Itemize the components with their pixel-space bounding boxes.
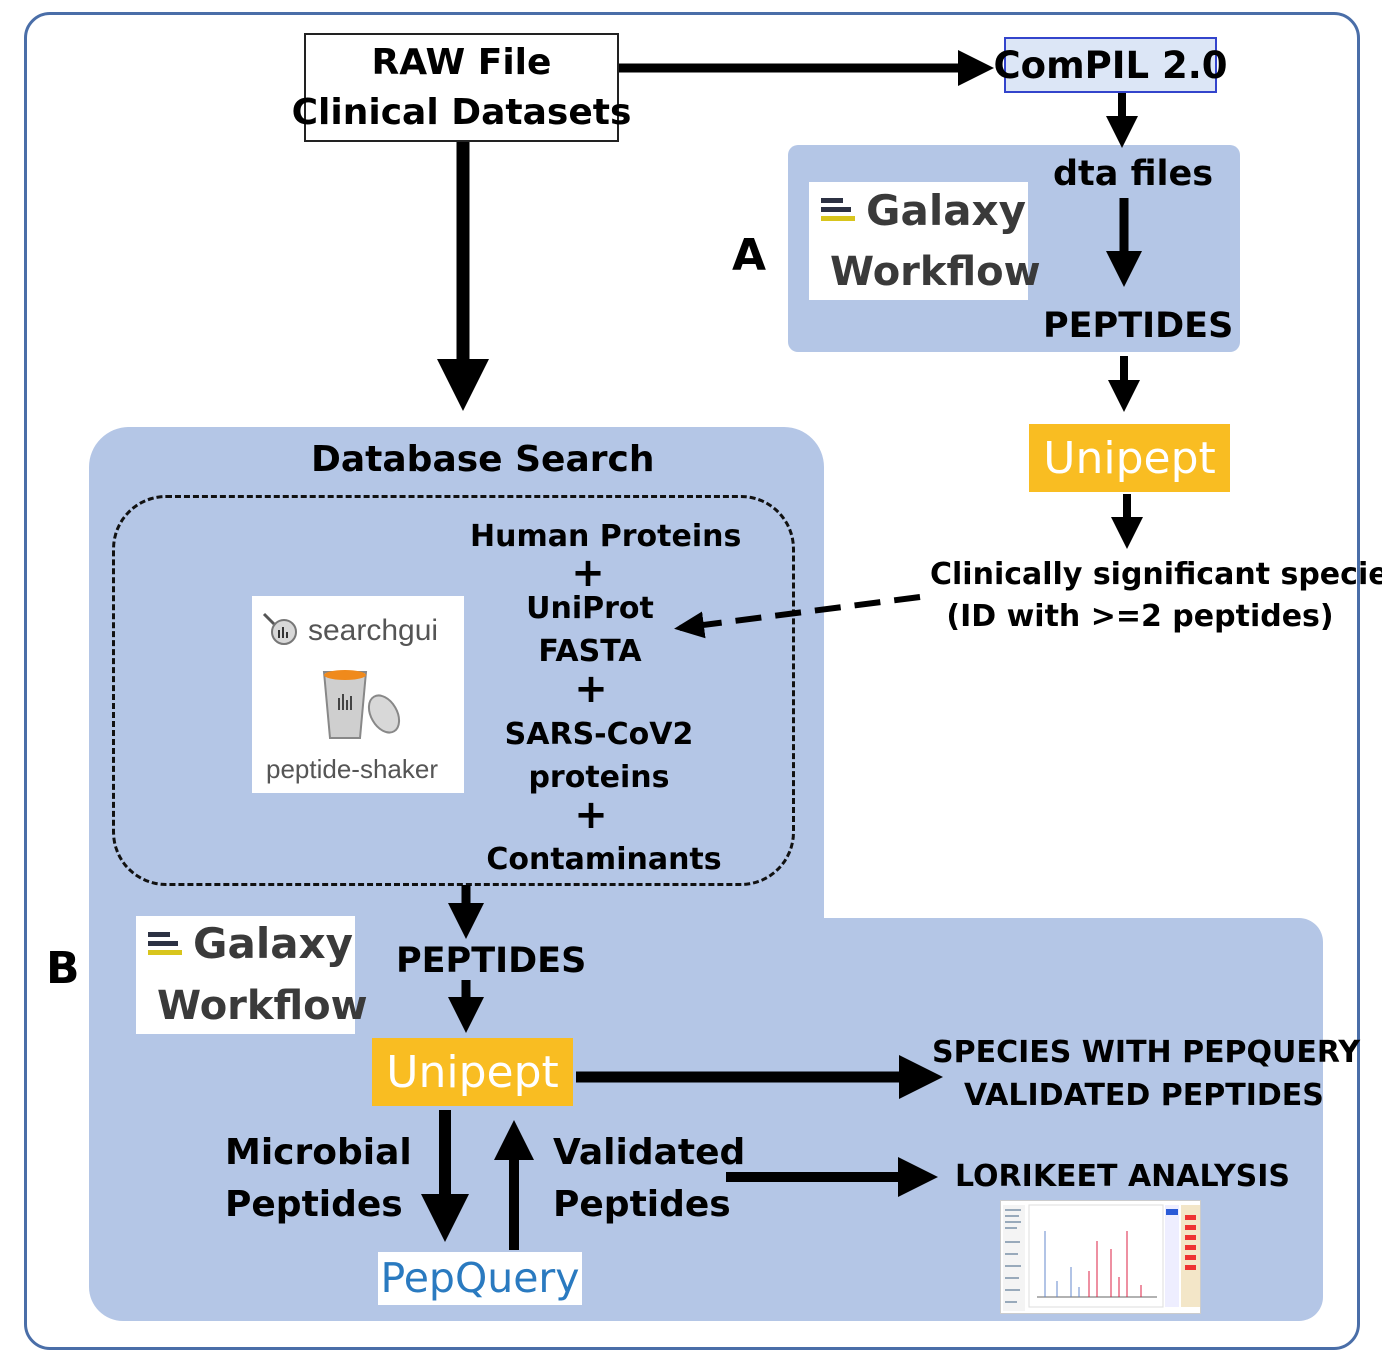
raw-file-line1: RAW File [371,41,552,83]
galaxy-workflow-b: Galaxy Workflow [136,916,368,1034]
shaker-icon [322,670,401,739]
compil-box: ComPIL 2.0 [994,37,1228,93]
peptides-a-label: PEPTIDES [1043,306,1234,346]
contaminants-label: Contaminants [486,842,722,877]
raw-file-box: RAW File Clinical Datasets [292,33,631,142]
unipept-b-box: Unipept [372,1038,573,1106]
validated-line1: Validated [553,1132,746,1173]
searchgui-label: searchgui [308,614,439,647]
galaxy-logo-icon [821,198,861,228]
uniprot-line2: FASTA [538,634,642,669]
compil-label: ComPIL 2.0 [993,43,1228,87]
peptides-b-label: PEPTIDES [396,941,587,981]
galaxy-logo-icon [148,932,188,962]
species-pepquery-line1: SPECIES WITH PEPQUERY [932,1035,1361,1070]
magnifier-icon [262,612,297,645]
clinical-species-line1: Clinically significant species [930,557,1382,592]
database-sources-box [112,495,795,886]
lorikeet-thumbnail [1000,1200,1201,1314]
uniprot-line1: UniProt [526,591,654,626]
galaxy-name-b: Galaxy [193,919,354,968]
outer-frame [24,12,1360,1350]
peptide-shaker-label: peptide-shaker [266,754,438,784]
dta-files-label: dta files [1053,154,1214,194]
lorikeet-label: LORIKEET ANALYSIS [955,1159,1291,1194]
arrow-species-to-uniprot [674,594,921,639]
validated-line2: Peptides [553,1184,731,1225]
plus-3: + [574,792,608,838]
human-proteins-label: Human Proteins [470,519,742,554]
plus-2: + [574,666,608,712]
galaxy-workflow-a: Galaxy Workflow [809,182,1041,300]
workflow-label-b: Workflow [157,983,368,1029]
pepquery-label: PepQuery [380,1254,580,1302]
pepquery-box: PepQuery [378,1252,582,1305]
database-search-title: Database Search [311,439,655,480]
searchgui-peptideshaker-logo: searchgui peptide-shaker [252,596,464,793]
sars-line2: proteins [528,760,670,795]
section-label-b: B [46,943,80,994]
microbial-line1: Microbial [225,1132,412,1173]
spectrum-icon [1003,1204,1200,1311]
species-pepquery-line2: VALIDATED PEPTIDES [964,1078,1324,1113]
raw-file-line2: Clinical Datasets [291,91,632,133]
unipept-a-box: Unipept [1029,424,1230,492]
clinical-species-line2: (ID with >=2 peptides) [946,599,1334,634]
galaxy-name-a: Galaxy [866,186,1027,235]
workflow-label-a: Workflow [830,249,1041,295]
microbial-line2: Peptides [225,1184,403,1225]
section-label-a: A [732,230,767,281]
sars-line1: SARS-CoV2 [504,717,694,752]
plus-1: + [571,550,605,596]
